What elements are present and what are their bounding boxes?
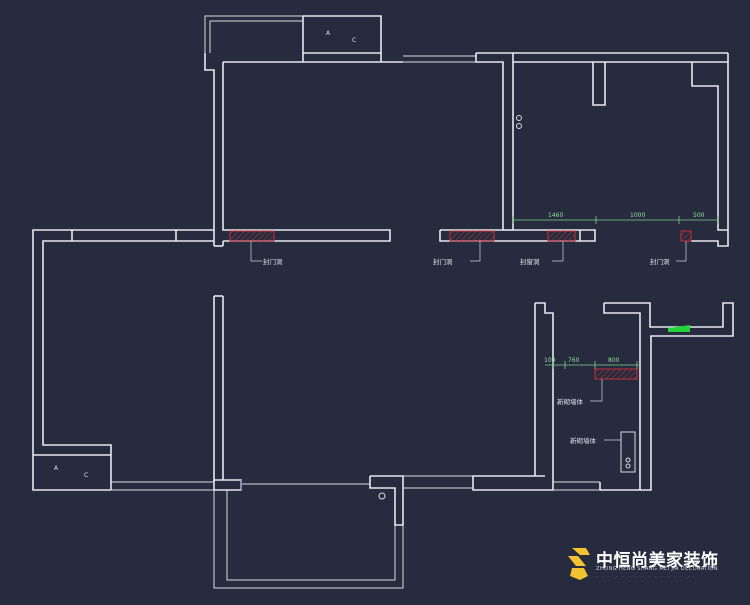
seal-hatch-2	[449, 230, 495, 242]
bath-fixture-circle-2	[625, 463, 631, 469]
dimension-lines	[512, 216, 719, 369]
logo-mark-icon	[568, 548, 590, 580]
seal-window-label: 封窗洞	[520, 257, 540, 266]
seal-door-label-4: 封门洞	[650, 257, 670, 266]
logo-tagline: · · · · · · · · · · · · · · ·	[596, 574, 691, 579]
ac-box-top	[302, 15, 382, 54]
wall-left-room-inner	[42, 240, 112, 490]
ac-top-c: C	[352, 37, 356, 44]
pipe-circle-2	[516, 123, 522, 129]
wall-right-column	[592, 62, 606, 106]
seal-hatch-3	[547, 230, 576, 242]
bottom-balcony-rail	[213, 490, 404, 589]
bottom-balcony-rail-inner	[226, 490, 396, 581]
wall-left-upper-inner	[222, 62, 391, 242]
pipe-circle	[516, 115, 522, 121]
leader-1	[250, 241, 262, 262]
wall-bottom-center	[369, 475, 404, 526]
top-balcony-rail-inner	[209, 20, 303, 53]
dim-label-800: 800	[608, 357, 620, 364]
green-marker	[668, 325, 690, 332]
leader-4	[676, 241, 687, 262]
dim-label-760: 760	[568, 357, 580, 364]
new-wall-label-1: 新砌墙体	[557, 397, 584, 406]
dim-label-1000: 1000	[630, 212, 645, 219]
wall-bath-2	[604, 302, 734, 491]
wall-left-room	[32, 229, 111, 491]
wall-right-corner	[691, 62, 728, 231]
wall-left-upper	[72, 53, 215, 231]
leader-3	[552, 241, 564, 262]
wall-center-bottom	[213, 479, 242, 491]
seal-hatch-4	[680, 230, 692, 242]
dim-label-100: 100	[544, 357, 556, 364]
drain-circle	[378, 492, 386, 500]
bath-fixture	[620, 431, 636, 473]
seal-door-label-2: 封门洞	[433, 257, 453, 266]
logo-name-cn: 中恒尚美家装饰	[596, 551, 719, 571]
seal-door-label-1: 封门洞	[263, 257, 283, 266]
leader-2	[470, 241, 481, 262]
seal-hatches	[229, 230, 692, 380]
seal-hatch-1	[229, 230, 275, 242]
wall-right-bottom	[439, 229, 596, 242]
wall-kitchen	[472, 302, 554, 491]
wall-center-vertical	[213, 296, 223, 481]
company-logo: 中恒尚美家装饰 ZHONG HENG SHANG MEI JIA DECORAT…	[566, 544, 736, 584]
wall-right-top	[476, 52, 729, 247]
new-wall-hatch	[594, 368, 638, 380]
dim-label-500: 500	[693, 212, 705, 219]
bath-fixture-circle	[625, 457, 631, 463]
walls	[32, 15, 734, 589]
dim-label-1460: 1460	[548, 212, 563, 219]
ac-left-a: A	[54, 465, 59, 472]
wall-right-top-inner	[475, 53, 504, 231]
ac-top-a: A	[326, 30, 331, 37]
logo-name-en: ZHONG HENG SHANG MEI JIA DECORATION	[596, 566, 718, 572]
leader-5	[590, 379, 603, 402]
wall-bath	[599, 303, 641, 491]
top-balcony-rail	[204, 15, 303, 53]
ac-left-c: C	[84, 472, 88, 479]
new-wall-label-2: 新砌墙体	[570, 436, 597, 445]
leaders	[250, 241, 687, 441]
